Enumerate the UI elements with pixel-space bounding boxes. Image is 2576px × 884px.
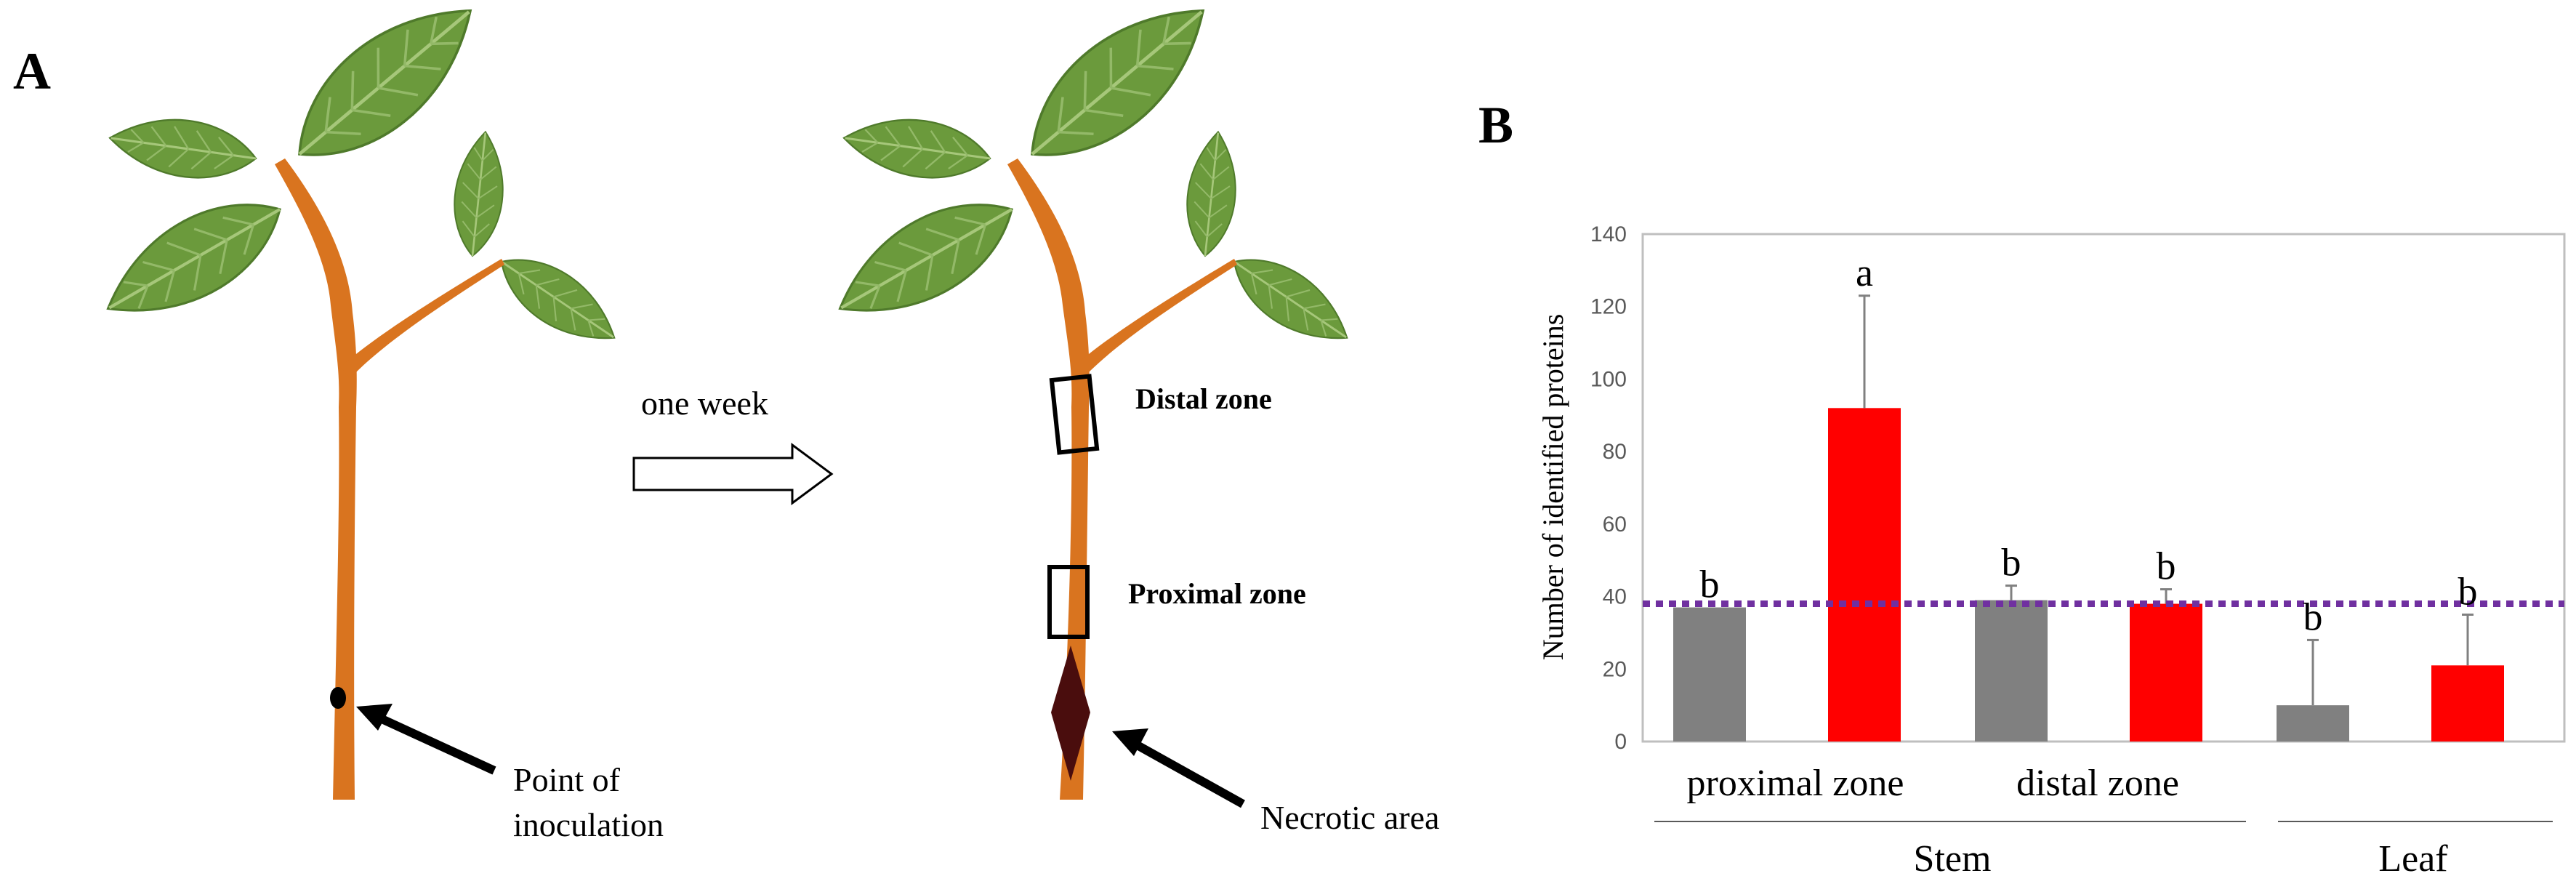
one-week-arrow: one week <box>632 385 834 505</box>
significance-letter: b <box>2157 545 2176 588</box>
plot-frame <box>1641 233 2566 743</box>
leaf-upper-left <box>105 108 261 188</box>
panel-a: A Point of inoculation one week <box>13 0 1439 843</box>
significance-letters: b a b b b b <box>1700 251 2478 639</box>
inoculation-arrow <box>369 710 496 775</box>
significance-letter: b <box>1700 563 1720 606</box>
bars <box>1673 408 2504 742</box>
necrotic-arrow <box>1126 736 1245 808</box>
bar <box>2431 665 2504 742</box>
bar <box>1673 607 1746 742</box>
group-label-proximal: proximal zone <box>1687 763 1904 804</box>
y-tick-label: 60 <box>1603 513 1627 537</box>
leaf-right-upper <box>1180 128 1243 260</box>
bar <box>1828 408 1901 742</box>
y-ticks: 0 20 40 60 80 100 120 140 <box>1590 222 1627 754</box>
leaf-lower-left <box>89 177 299 342</box>
stem <box>275 158 357 800</box>
one-week-label: one week <box>641 385 768 422</box>
inoculation-label-line1: Point of <box>513 761 621 798</box>
bar <box>2130 603 2202 742</box>
chart: Number of identified proteins 0 20 40 60 80 1… <box>1537 222 2566 754</box>
panel-b: B Number of identified proteins 0 20 40 60 8… <box>1478 96 2566 880</box>
y-axis-label: Number of identified proteins <box>1537 314 1569 661</box>
necrotic-label: Necrotic area <box>1260 799 1439 836</box>
hollow-arrow-icon <box>632 443 834 505</box>
inoculation-label-line2: inoculation <box>513 806 664 843</box>
necrotic-lesion <box>1051 646 1090 781</box>
y-tick-label: 120 <box>1590 295 1627 319</box>
inoculation-arrowhead <box>356 704 393 731</box>
y-tick-label: 100 <box>1590 367 1627 391</box>
significance-letter: b <box>2458 570 2478 614</box>
leaf-top <box>1005 0 1230 187</box>
tree-after: Distal zone Proximal zone Necrotic area <box>821 0 1439 836</box>
leaf-upper-left <box>839 108 995 188</box>
leaf-lower-left <box>821 177 1031 342</box>
y-tick-label: 20 <box>1603 657 1627 681</box>
y-tick-label: 40 <box>1603 585 1627 609</box>
significance-letter: a <box>1856 251 1873 294</box>
group-label-distal: distal zone <box>2016 763 2179 804</box>
panel-a-letter: A <box>13 42 51 100</box>
significance-letter: b <box>2303 595 2323 638</box>
y-tick-label: 140 <box>1590 222 1627 246</box>
tree-before: Point of inoculation <box>89 0 664 843</box>
bar <box>2277 705 2349 742</box>
necrotic-arrowhead <box>1112 728 1148 756</box>
stem <box>1007 158 1090 800</box>
inoculation-point <box>330 687 346 709</box>
branch <box>1073 259 1237 378</box>
supergroup-label-leaf: Leaf <box>2378 838 2448 880</box>
y-tick-label: 0 <box>1614 730 1627 754</box>
distal-zone-label: Distal zone <box>1135 382 1272 415</box>
proximal-zone-box <box>1047 565 1090 639</box>
leaf-right-lower <box>486 238 630 361</box>
y-tick-label: 80 <box>1603 440 1627 464</box>
supergroup-label-stem: Stem <box>1914 838 1992 880</box>
panel-b-letter: B <box>1478 96 1513 154</box>
branch <box>340 259 504 378</box>
bar <box>1975 600 2048 742</box>
significance-letter: b <box>2002 541 2021 584</box>
leaf-top <box>272 0 497 187</box>
distal-zone-box <box>1049 374 1100 455</box>
leaf-right-upper <box>448 128 510 260</box>
proximal-zone-label: Proximal zone <box>1128 577 1306 610</box>
error-bars <box>1859 294 2474 706</box>
leaf-right-lower <box>1218 238 1363 361</box>
